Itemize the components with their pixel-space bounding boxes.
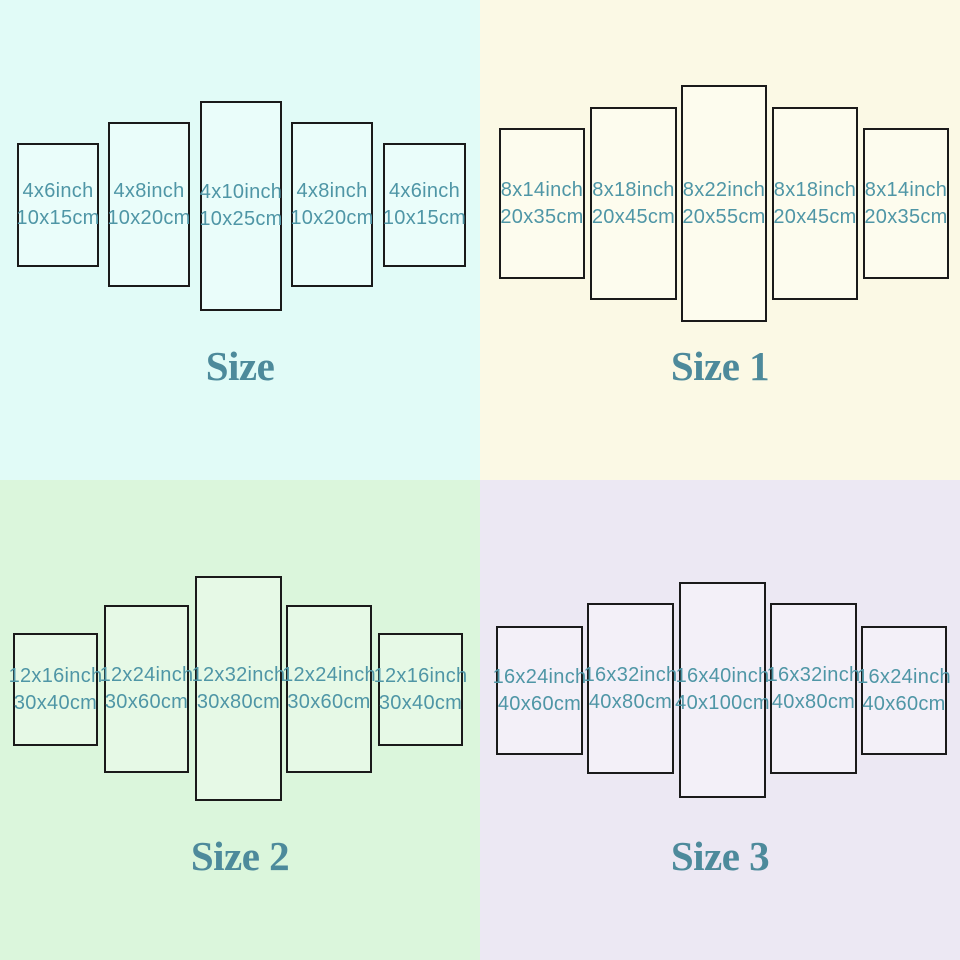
panel-size-cm: 10x15cm xyxy=(16,207,100,229)
quadrant-size-1: 8x14inch 20x35cm 8x18inch 20x45cm 8x22in… xyxy=(480,0,960,480)
size-panel-center: 16x40inch 40x100cm xyxy=(675,582,770,798)
size-panel-left-outer: 4x6inch 10x15cm xyxy=(16,143,100,267)
size-panel-left-outer: 12x16inch 30x40cm xyxy=(9,633,102,746)
panel-size-cm: 20x55cm xyxy=(682,205,766,228)
panel-size-inch: 8x14inch xyxy=(864,178,948,201)
panel-size-inch: 4x10inch xyxy=(199,181,283,203)
size-panel-left-outer: 16x24inch 40x60cm xyxy=(493,626,586,755)
quadrant-size: 4x6inch 10x15cm 4x8inch 10x20cm 4x10inch… xyxy=(0,0,480,480)
panel-size-cm: 30x40cm xyxy=(378,691,463,714)
panel-size-cm: 10x25cm xyxy=(199,208,283,230)
quadrant-size-3: 16x24inch 40x60cm 16x32inch 40x80cm 16x4… xyxy=(480,480,960,960)
panel-size-inch: 4x8inch xyxy=(113,179,185,202)
panel-size-inch: 16x24inch xyxy=(857,665,951,688)
panel-size-inch: 4x8inch xyxy=(296,179,368,202)
quadrant-title-size-2: Size 2 xyxy=(190,833,290,879)
panel-size-cm: 20x35cm xyxy=(864,205,948,228)
panel-size-cm: 10x15cm xyxy=(382,207,467,229)
panel-size-inch: 12x32inch xyxy=(191,663,286,686)
panel-size-inch: 8x22inch xyxy=(682,178,766,201)
panel-size-cm: 30x60cm xyxy=(287,691,371,713)
panel-size-inch: 16x24inch xyxy=(492,665,587,688)
size-panel-center: 12x32inch 30x80cm xyxy=(192,576,285,801)
size-panel-left-inner: 8x18inch 20x45cm xyxy=(590,107,677,300)
size-panel-left-inner: 12x24inch 30x60cm xyxy=(100,605,193,773)
size-panel-right-outer: 8x14inch 20x35cm xyxy=(863,128,949,279)
quadrant-title-size: Size xyxy=(205,343,275,389)
panel-size-inch: 4x6inch xyxy=(388,180,461,202)
panel-size-inch: 12x24inch xyxy=(282,664,376,686)
size-panel-right-outer: 4x6inch 10x15cm xyxy=(383,143,466,267)
panel-size-inch: 16x32inch xyxy=(583,663,678,686)
panel-size-inch: 16x32inch xyxy=(766,663,861,686)
panel-size-inch: 12x16inch xyxy=(373,664,468,687)
size-panel-right-inner: 4x8inch 10x20cm xyxy=(290,122,374,287)
panel-size-cm: 20x45cm xyxy=(773,205,857,228)
panel-size-cm: 40x80cm xyxy=(588,690,673,713)
size-panel-right-inner: 16x32inch 40x80cm xyxy=(767,603,860,774)
quadrant-size-2: 12x16inch 30x40cm 12x24inch 30x60cm 12x3… xyxy=(0,480,480,960)
panel-size-inch: 8x18inch xyxy=(773,178,857,201)
panel-size-cm: 20x45cm xyxy=(591,205,676,228)
panel-size-cm: 30x60cm xyxy=(104,691,189,713)
panel-size-inch: 8x14inch xyxy=(500,178,584,201)
quadrant-title-size-1: Size 1 xyxy=(670,343,770,389)
panel-size-inch: 8x18inch xyxy=(592,178,675,201)
panel-size-inch: 4x6inch xyxy=(22,180,94,202)
panel-size-inch: 12x16inch xyxy=(8,664,103,687)
panel-size-cm: 10x20cm xyxy=(107,206,191,229)
size-panel-left-outer: 8x14inch 20x35cm xyxy=(499,128,585,279)
panel-size-inch: 16x40inch xyxy=(675,665,770,687)
panel-size-inch: 12x24inch xyxy=(99,664,194,686)
quadrant-title-size-3: Size 3 xyxy=(670,833,770,879)
panel-size-cm: 40x100cm xyxy=(675,692,770,714)
panel-size-cm: 40x60cm xyxy=(497,692,582,715)
panel-size-cm: 30x40cm xyxy=(13,691,98,714)
size-panel-right-outer: 16x24inch 40x60cm xyxy=(857,626,951,755)
panel-size-cm: 10x20cm xyxy=(290,206,374,229)
size-panel-center: 4x10inch 10x25cm xyxy=(199,101,283,311)
size-panel-right-outer: 12x16inch 30x40cm xyxy=(374,633,467,746)
panel-size-cm: 30x80cm xyxy=(196,690,281,713)
size-panel-right-inner: 8x18inch 20x45cm xyxy=(772,107,858,300)
size-panel-left-inner: 16x32inch 40x80cm xyxy=(584,603,677,774)
panel-size-cm: 40x80cm xyxy=(771,690,856,713)
panel-size-cm: 20x35cm xyxy=(500,205,584,228)
size-panel-right-inner: 12x24inch 30x60cm xyxy=(282,605,376,773)
size-panel-center: 8x22inch 20x55cm xyxy=(681,85,767,322)
size-panel-left-inner: 4x8inch 10x20cm xyxy=(107,122,191,287)
panel-size-cm: 40x60cm xyxy=(862,692,946,715)
